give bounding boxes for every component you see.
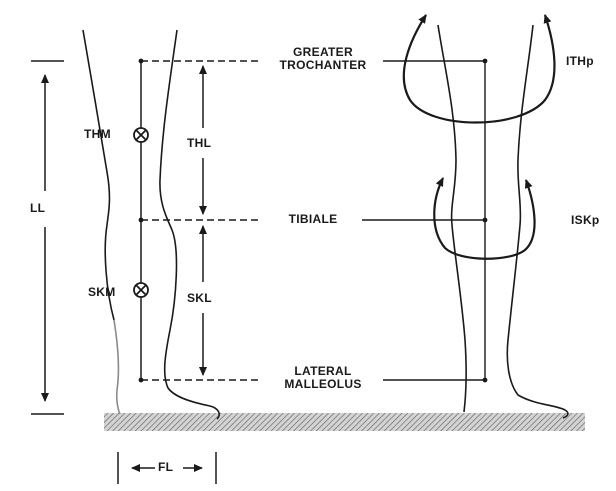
greater-trochanter-label: GREATER TROCHANTER: [268, 46, 378, 72]
lateral-malleolus-label: LATERAL MALLEOLUS: [268, 365, 378, 391]
shank-length-label: SKL: [187, 291, 212, 305]
shank-mass-label: SKM: [88, 285, 116, 299]
foot-length-label: FL: [158, 460, 174, 474]
lateral-malleolus-label-line2: MALLEOLUS: [284, 377, 362, 391]
greater-trochanter-label-line1: GREATER: [293, 45, 353, 59]
shank-inertia-label: ISKp: [571, 213, 600, 227]
leg-length-label: LL: [30, 201, 46, 215]
ground-strip: [104, 413, 585, 431]
shank-center-of-mass-marker: [133, 282, 149, 298]
right-leg-outline: [437, 24, 569, 419]
leg-length-dimension: [31, 60, 64, 415]
shank-rotation-arrow: [433, 177, 536, 260]
left-leg-outline: [82, 29, 220, 420]
foot-length-dimension: [117, 452, 217, 484]
greater-trochanter-label-line2: TROCHANTER: [279, 58, 367, 72]
thigh-mass-label: THM: [84, 127, 111, 141]
thigh-center-of-mass-marker: [133, 127, 149, 143]
thigh-length-label: THL: [187, 136, 212, 150]
tibiale-label: TIBIALE: [288, 212, 338, 226]
thigh-rotation-arrow: [402, 14, 556, 124]
thigh-inertia-label: ITHp: [566, 54, 594, 68]
lateral-malleolus-label-line1: LATERAL: [294, 364, 352, 378]
